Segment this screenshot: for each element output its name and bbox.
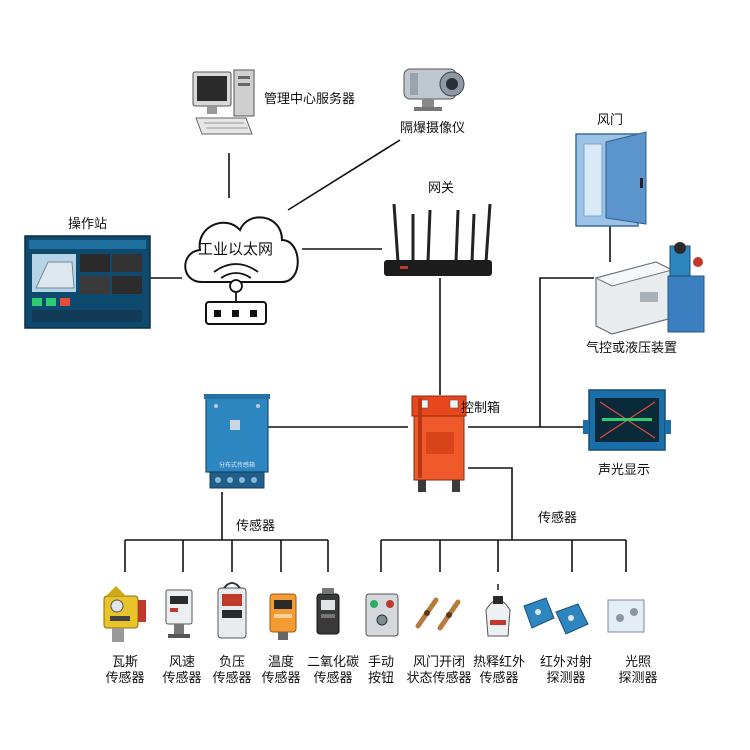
camera-label: 隔爆摄像仪 xyxy=(400,121,465,136)
temperature-sensor-icon xyxy=(269,593,297,640)
server-icon xyxy=(192,69,255,135)
sensor-label-line1: 红外对射 xyxy=(540,654,592,670)
sensor-label-line1: 风门开闭 xyxy=(413,655,465,670)
hydraulic-label: 气控或液压装置 xyxy=(586,340,677,356)
sensor-label-line1: 二氧化碳 xyxy=(307,655,359,670)
manual-button-icon xyxy=(365,593,399,637)
station-screen-icon xyxy=(24,235,151,329)
sensor-label-line2: 探测器 xyxy=(618,671,657,686)
sensor-label-line2: 探测器 xyxy=(546,671,585,686)
infrared-beam-detector-icon xyxy=(523,597,589,635)
network-cloud-icon xyxy=(184,216,299,325)
sensor-label-line2: 按钮 xyxy=(368,671,394,686)
sensor-label-line2: 状态传感器 xyxy=(406,670,471,686)
wind-speed-sensor-icon xyxy=(165,589,193,638)
line-camera-network xyxy=(287,139,401,211)
right-sensor-labels: 手动 按钮 风门开闭 状态传感器 热释红外 传感器 红外对射 探测器 光照 探测… xyxy=(368,654,658,686)
sensor-label-line2: 传感器 xyxy=(162,670,201,686)
display-panel-icon xyxy=(583,389,671,451)
camera-icon xyxy=(403,68,465,111)
gas-sensor-icon xyxy=(103,586,146,642)
sensor-label-line2: 传感器 xyxy=(105,670,144,686)
door-icon xyxy=(575,131,647,227)
door-label: 风门 xyxy=(597,113,623,128)
control-box-label: 控制箱 xyxy=(461,400,500,416)
router-icon xyxy=(384,203,492,276)
connection-lines xyxy=(124,139,627,572)
door-status-sensor-icon xyxy=(415,597,461,631)
sensor-label-line1: 手动 xyxy=(368,655,394,670)
sensor-label-line2: 传感器 xyxy=(479,670,518,686)
sensor-label-line2: 传感器 xyxy=(212,670,251,686)
sensor-label-line1: 瓦斯 xyxy=(112,655,138,670)
line-control-sensors xyxy=(468,467,513,540)
line-control-hydraulic xyxy=(539,277,594,427)
sensor-label-line1: 温度 xyxy=(268,654,294,670)
sensor-cabinet-icon xyxy=(204,394,270,489)
station-label: 操作站 xyxy=(68,216,107,232)
light-detector-icon xyxy=(607,599,645,633)
pressure-sensor-icon xyxy=(217,582,247,639)
left-sensor-group-label: 传感器 xyxy=(236,518,275,534)
pyro-infrared-sensor-icon xyxy=(485,584,511,637)
display-label: 声光显示 xyxy=(598,463,650,478)
hydraulic-unit-icon xyxy=(594,242,705,335)
sensor-box-text: 分布式传感箱 xyxy=(219,461,255,469)
sensor-label-line1: 负压 xyxy=(219,655,245,670)
co2-sensor-icon xyxy=(316,588,340,635)
sensor-label-line2: 传感器 xyxy=(261,670,300,686)
sensor-label-line1: 风速 xyxy=(169,655,195,670)
server-label: 管理中心服务器 xyxy=(264,91,355,107)
network-label: 工业以太网 xyxy=(198,240,273,258)
gateway-label: 网关 xyxy=(428,181,454,196)
sensor-label-line1: 热释红外 xyxy=(473,654,525,670)
control-box-icon xyxy=(411,395,467,492)
left-sensor-labels: 瓦斯 传感器 风速 传感器 负压 传感器 温度 传感器 二氧化碳 传感器 xyxy=(105,654,359,686)
sensor-label-line1: 光照 xyxy=(625,655,651,670)
sensor-label-line2: 传感器 xyxy=(313,670,352,686)
right-sensor-group-label: 传感器 xyxy=(538,510,577,526)
